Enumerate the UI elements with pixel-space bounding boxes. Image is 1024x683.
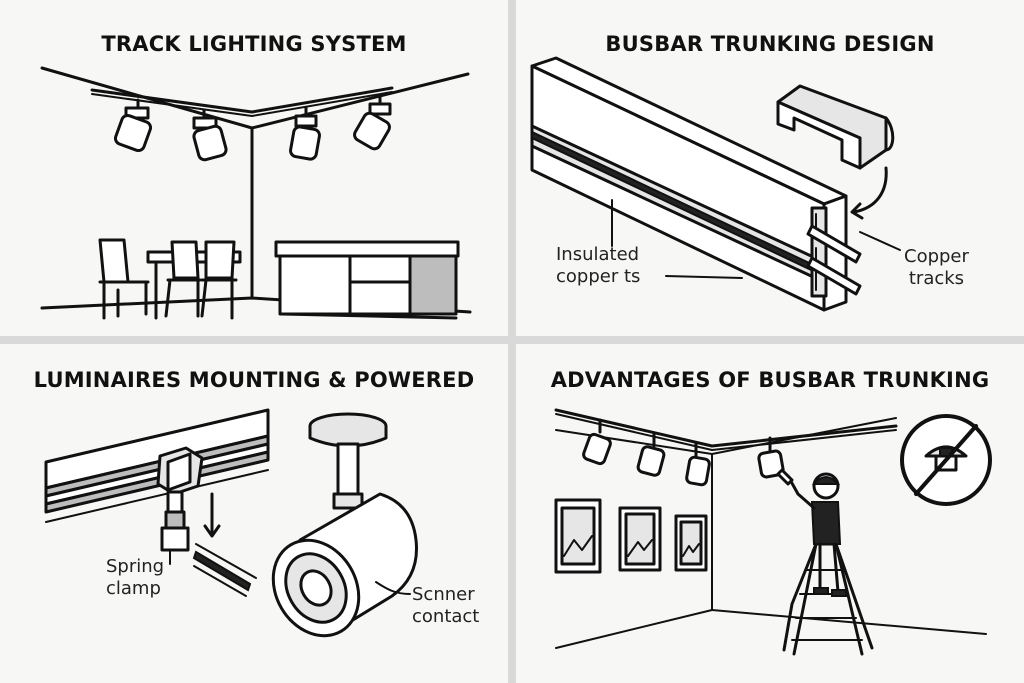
panel-title: ADVANTAGES OF BUSBAR TRUNKING <box>550 368 990 392</box>
ceiling-track <box>554 408 898 448</box>
panel-title: TRACK LIGHTING SYSTEM <box>101 32 407 56</box>
panel-mounting: LUMINAIRES MOUNTING & POWERED <box>0 344 508 683</box>
floor-line <box>711 609 987 635</box>
chair <box>98 238 150 320</box>
spotlight <box>353 94 392 151</box>
ceiling-edge <box>40 66 470 130</box>
wall-picture <box>618 506 662 572</box>
chair <box>164 240 202 318</box>
cover-profile <box>776 84 895 170</box>
worker-figure <box>776 468 847 597</box>
mounting-illustration <box>44 408 418 638</box>
label-contact: Scnner contact <box>412 584 480 627</box>
panel-track-lighting: TRACK LIGHTING SYSTEM <box>0 0 508 336</box>
leader-line <box>375 581 411 595</box>
spotlight <box>685 442 711 487</box>
label-insulated: Insulated copper ts <box>556 244 641 287</box>
busbar-illustration <box>530 56 901 312</box>
spotlight <box>113 98 153 153</box>
copper-tracks <box>806 224 862 296</box>
spotlight-luminaire <box>271 412 418 638</box>
spring-clamp <box>156 446 204 552</box>
kitchen-cabinet <box>274 240 460 320</box>
leader-line <box>665 275 743 279</box>
rail-segment <box>192 543 257 597</box>
step-ladder <box>782 542 874 656</box>
spotlight <box>757 436 785 479</box>
advantages-illustration <box>554 408 992 656</box>
no-tools-sign-icon <box>900 414 992 506</box>
panel-title: BUSBAR TRUNKING DESIGN <box>605 32 935 56</box>
floor-line <box>555 609 713 649</box>
wall-picture <box>674 514 708 572</box>
arrow-icon <box>850 166 888 220</box>
leader-line <box>859 231 901 251</box>
label-copper-tracks: Copper tracks <box>904 246 969 289</box>
spotlight <box>636 432 666 477</box>
track-lighting-illustration <box>40 66 472 320</box>
spotlight <box>289 106 321 161</box>
panel-title: LUMINAIRES MOUNTING & POWERED <box>33 368 475 392</box>
panel-busbar-design: BUSBAR TRUNKING DESIGN <box>516 0 1024 336</box>
chair <box>200 240 238 318</box>
label-spring-clamp: Spring clamp <box>106 556 165 599</box>
spotlight <box>192 108 228 162</box>
wall-picture <box>554 498 602 574</box>
panel-advantages: ADVANTAGES OF BUSBAR TRUNKING <box>516 344 1024 683</box>
ceiling-track <box>90 86 394 114</box>
spotlight <box>582 418 612 466</box>
arrow-icon <box>203 492 221 538</box>
track-rail <box>44 408 270 523</box>
